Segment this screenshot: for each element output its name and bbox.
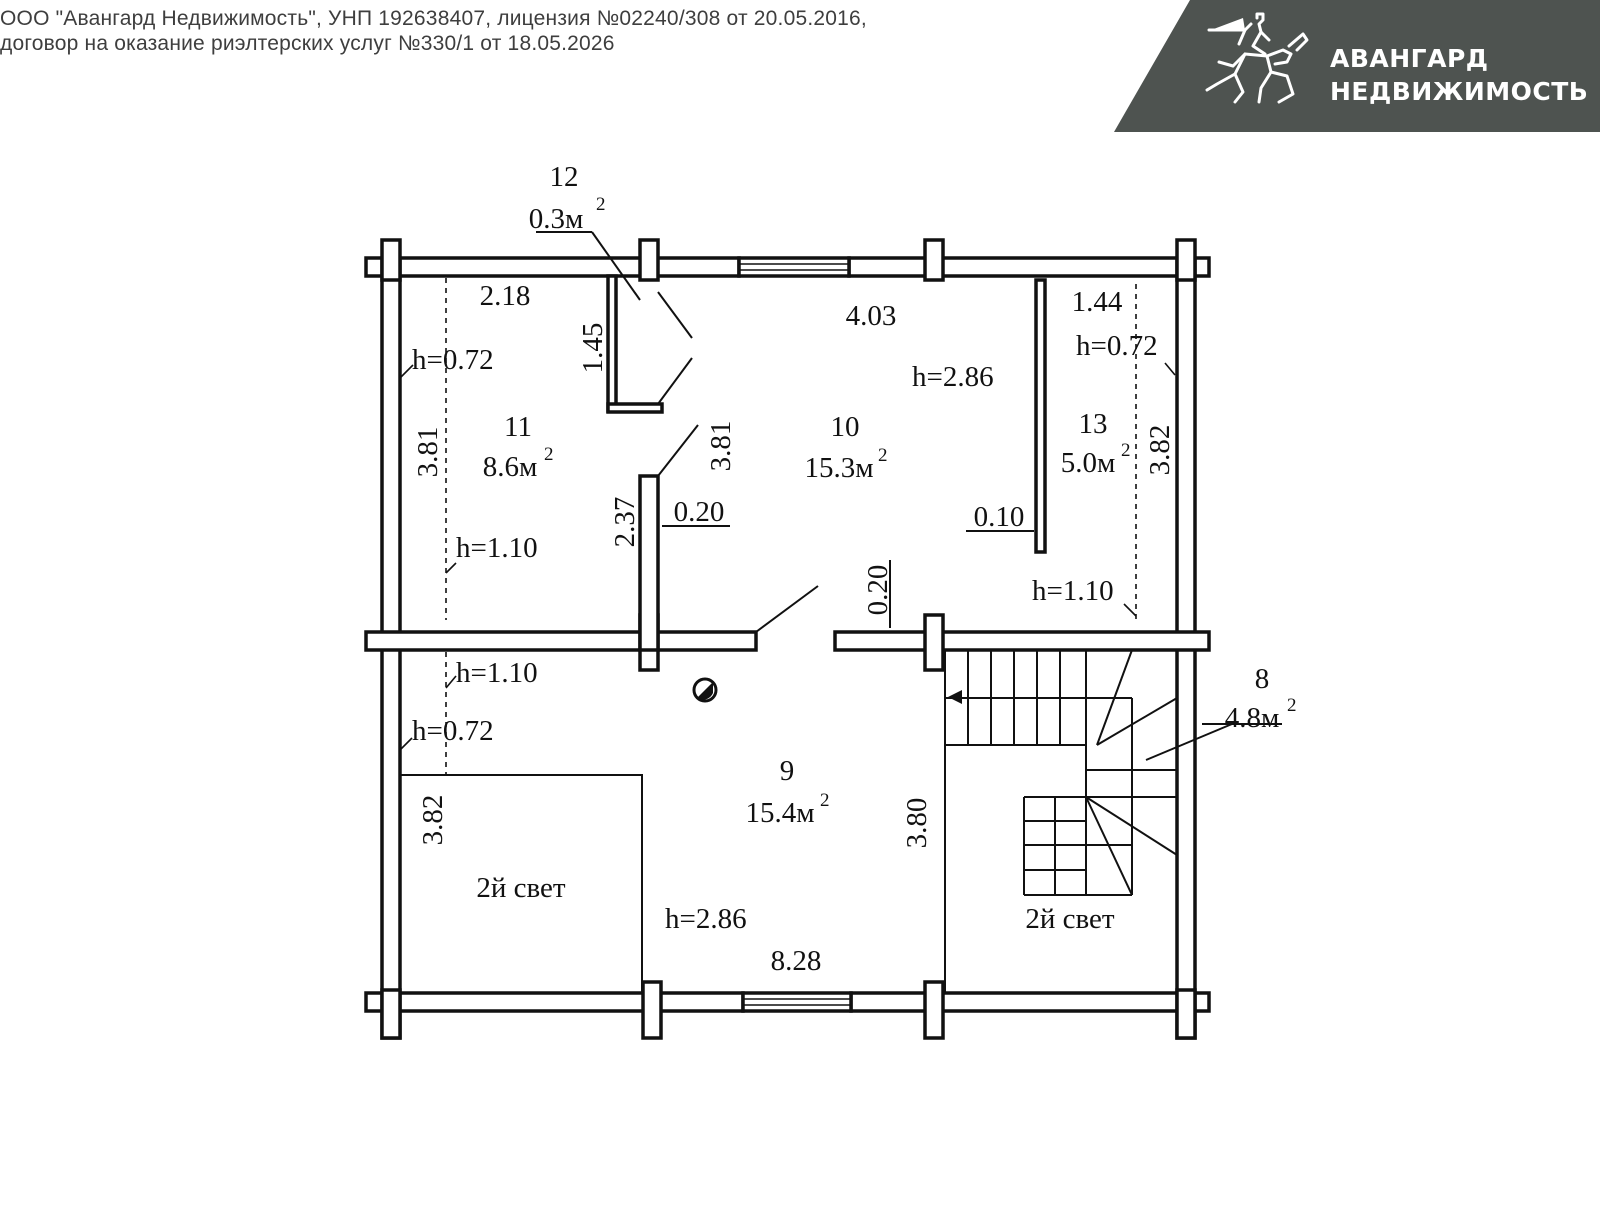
room-11-number: 11: [504, 411, 532, 443]
room-13-number: 13: [1079, 408, 1108, 440]
room-9-number: 9: [780, 755, 795, 787]
logo-band: [1114, 0, 1600, 132]
logo-line-2: НЕДВИЖИМОСТЬ: [1330, 77, 1589, 106]
dim-3-80: 3.80: [901, 798, 933, 849]
room-9-area-sup: 2: [820, 790, 830, 811]
height-1-10-room-13: h=1.10: [1032, 575, 1114, 607]
height-1-10-room-9: h=1.10: [456, 657, 538, 689]
height-0-72-room-13: h=0.72: [1076, 330, 1158, 362]
room-8-number: 8: [1255, 663, 1270, 695]
slope-lines: [445, 278, 1137, 775]
plan-walls: [364, 238, 1211, 1040]
dim-0-20-b: 0.20: [862, 565, 894, 616]
logo-line-1: АВАНГАРД: [1330, 44, 1489, 73]
room-10-area-sup: 2: [878, 445, 888, 466]
room-9-area: 15.4м: [745, 797, 814, 829]
agency-license-text: ООО "Авангард Недвижимость", УНП 1926384…: [0, 6, 1100, 56]
room-12-area-sup: 2: [596, 194, 606, 215]
knight-on-horse-icon: [1205, 12, 1309, 104]
dim-8-28: 8.28: [771, 945, 822, 977]
license-line-2: договор на оказание риэлтерских услуг №3…: [0, 32, 615, 55]
logo-text: АВАНГАРД НЕДВИЖИМОСТЬ: [1330, 42, 1588, 108]
slope-ticks: [399, 362, 1176, 751]
room-10-area: 15.3м: [804, 452, 873, 484]
room-12-number: 12: [550, 161, 579, 193]
dim-0-20-a: 0.20: [674, 496, 725, 528]
room-10-number: 10: [831, 411, 860, 443]
dim-3-81-mid: 3.81: [705, 421, 737, 472]
dim-1-44: 1.44: [1072, 286, 1123, 318]
height-0-72-room-9: h=0.72: [412, 715, 494, 747]
interior-lines: [400, 231, 1282, 993]
room-12-area: 0.3м: [529, 203, 584, 235]
dim-4-03: 4.03: [846, 300, 897, 332]
dim-1-45: 1.45: [577, 323, 609, 374]
dim-3-82-right: 3.82: [1144, 425, 1176, 476]
room-8-area-sup: 2: [1287, 695, 1297, 716]
dim-3-82-left: 3.82: [417, 795, 449, 846]
room-11-area: 8.6м: [483, 451, 538, 483]
room-8-area: 4.8м: [1225, 702, 1280, 734]
dim-3-81-left: 3.81: [412, 427, 444, 478]
height-2-86-room-9: h=2.86: [665, 903, 747, 935]
stair-arrow: [948, 690, 962, 704]
light-well-right: 2й свет: [1025, 903, 1115, 935]
room-11-area-sup: 2: [544, 444, 554, 465]
height-1-10-room-11: h=1.10: [456, 532, 538, 564]
dim-0-10: 0.10: [974, 501, 1025, 533]
chimney-symbol: [692, 677, 718, 703]
room-13-area-sup: 2: [1121, 440, 1131, 461]
dim-2-18: 2.18: [480, 280, 531, 312]
room-13-area: 5.0м: [1061, 447, 1116, 479]
height-2-86-room-10: h=2.86: [912, 361, 994, 393]
window-glazing: [739, 263, 851, 1006]
height-0-72-room-11: h=0.72: [412, 344, 494, 376]
dim-2-37: 2.37: [609, 497, 641, 548]
license-line-1: ООО "Авангард Недвижимость", УНП 1926384…: [0, 7, 867, 30]
light-well-left: 2й свет: [476, 872, 566, 904]
